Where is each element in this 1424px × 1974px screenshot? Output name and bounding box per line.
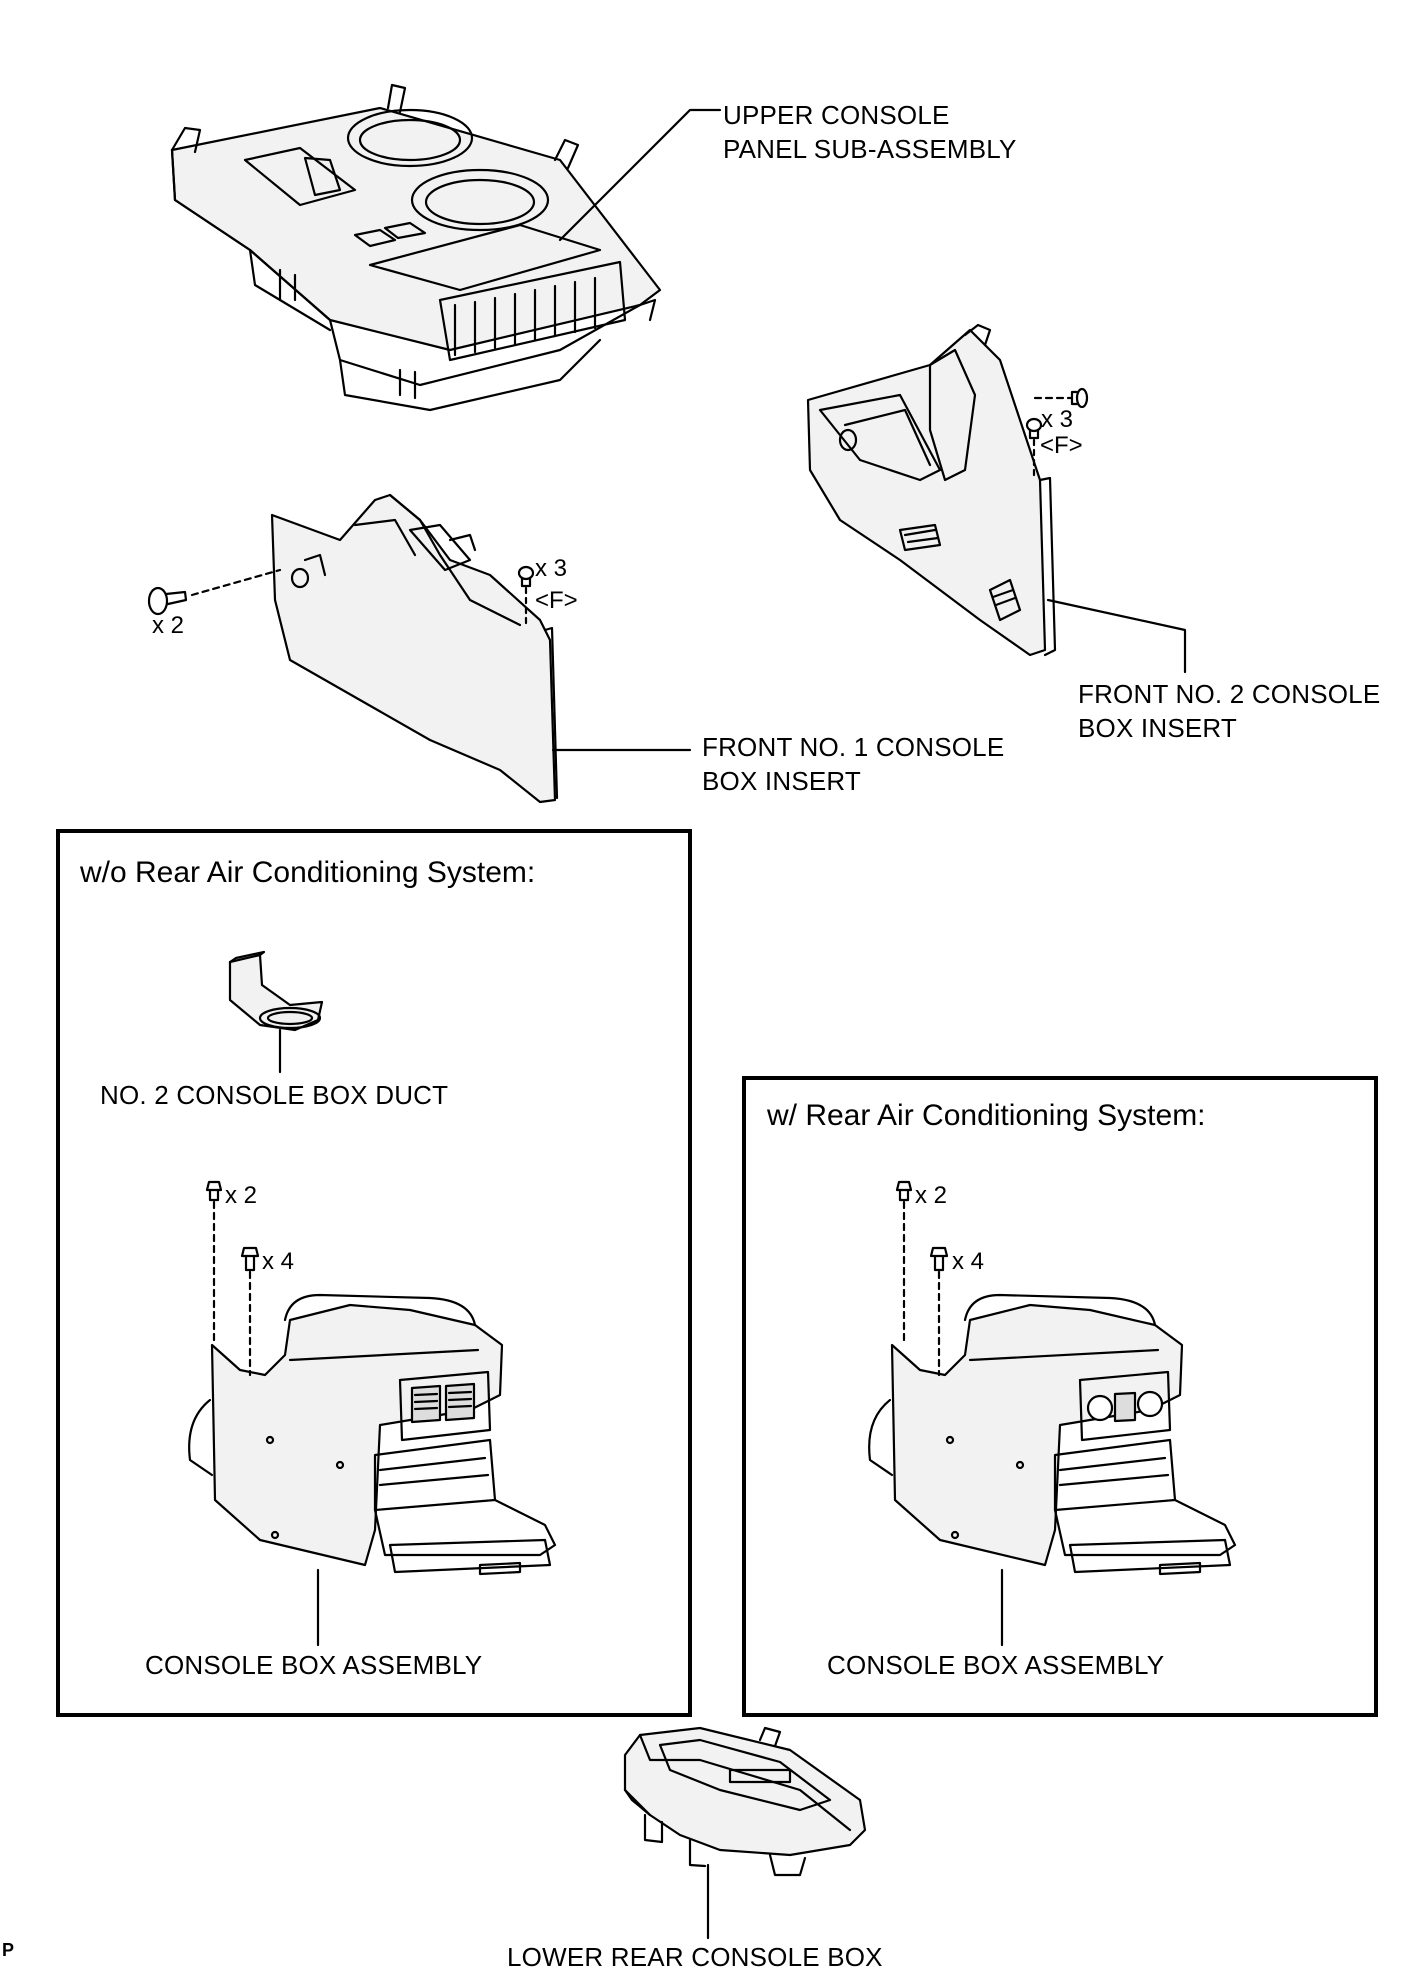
front-no2-label: FRONT NO. 2 CONSOLE BOX INSERT (1078, 679, 1381, 743)
no1-clip-icon (147, 586, 188, 616)
no1-screw-type: <F> (535, 587, 578, 614)
no1-screw-icon (517, 565, 535, 588)
no2-screw-type: <F> (1040, 432, 1083, 459)
console-box-right-label: CONSOLE BOX ASSEMBLY (827, 1650, 1165, 1680)
no1-screw-qty: x 3 (535, 555, 568, 582)
upper-console-label: UPPER CONSOLE PANEL SUB-ASSEMBLY (723, 100, 1017, 164)
with-rear-ac-panel (742, 1076, 1378, 1717)
front-no1-label: FRONT NO. 1 CONSOLE BOX INSERT (702, 732, 1005, 796)
right-bolt-a-qty: x 2 (915, 1182, 948, 1209)
lower-rear-label: LOWER REAR CONSOLE BOX (507, 1942, 883, 1972)
upper-console-leader (558, 108, 722, 242)
left-bolt-b-icon (240, 1246, 260, 1272)
no2-screw-qty: x 3 (1041, 406, 1074, 433)
upper-console-panel-drawing (170, 83, 662, 412)
console-box-right-drawing (868, 1293, 1237, 1576)
no1-clip-qty: x 2 (152, 612, 185, 639)
duct-label: NO. 2 CONSOLE BOX DUCT (100, 1080, 449, 1110)
front-no1-insert-drawing (270, 493, 559, 804)
left-bolt-b-qty: x 4 (262, 1248, 295, 1275)
with-rear-ac-title: w/ Rear Air Conditioning System: (767, 1099, 1206, 1132)
console-box-left-label: CONSOLE BOX ASSEMBLY (145, 1650, 483, 1680)
without-rear-ac-panel (56, 829, 692, 1717)
right-bolt-b-qty: x 4 (952, 1248, 985, 1275)
front-no2-leader (1046, 598, 1187, 674)
corner-mark: P (2, 1940, 15, 1960)
front-no2-insert-drawing (806, 323, 1057, 657)
left-bolt-a-icon (205, 1180, 223, 1202)
no1-clip-line (190, 568, 282, 597)
right-bolt-a-icon (895, 1180, 913, 1202)
no2-clip-icon (1070, 387, 1089, 409)
without-rear-ac-title: w/o Rear Air Conditioning System: (80, 856, 536, 889)
lower-rear-console-drawing (623, 1726, 867, 1877)
right-bolt-b-icon (929, 1246, 949, 1272)
console-box-left-drawing (188, 1293, 557, 1576)
left-bolt-a-qty: x 2 (225, 1182, 258, 1209)
no2-screw-icon (1025, 417, 1043, 440)
duct-drawing (228, 950, 324, 1032)
